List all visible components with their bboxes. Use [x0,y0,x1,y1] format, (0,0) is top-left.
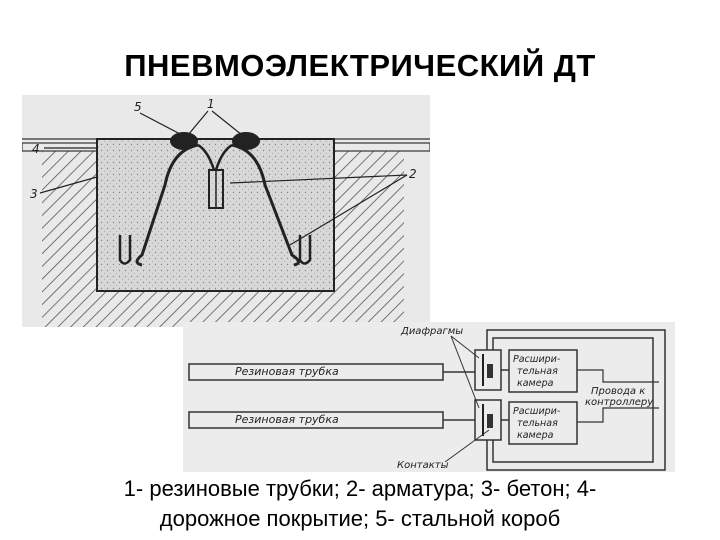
soil-hatch-bottom [97,291,334,327]
chamber-top-line2: тельная [517,366,558,377]
wire-inner [492,337,654,463]
expansion-chamber-bottom [508,401,578,445]
road-surface-right [333,142,430,152]
slide-title: ПНЕВМОЭЛЕКТРИЧЕСКИЙ ДТ [124,48,596,83]
contacts-label: Контакты [397,460,449,471]
caption-line-2: дорожное покрытие; 5- стальной короб [159,506,561,531]
diaphragms-label: Диафрагмы [400,326,463,337]
chamber-top-line1: Расшири- [513,354,561,365]
wire-outer [486,329,666,471]
reinforcement-right [231,143,300,267]
cross-section-diagram: 5 1 4 3 2 [22,95,430,327]
chamber-bottom-line2: тельная [517,418,558,429]
chamber-bottom-line1: Расшири- [513,406,561,417]
soil-hatch-right [334,150,404,327]
chamber-top-line3: камера [517,378,554,389]
tube-label-bottom: Резиновая трубка [235,413,339,426]
anchor-left [118,235,132,265]
label-2: 2 [409,167,417,181]
caption-line-1: 1- резиновые трубки; 2- арматура; 3- бет… [123,476,597,501]
wires-label-line2: контроллеру [585,397,654,408]
label-5: 5 [134,100,142,114]
schematic-diagram: Резиновая трубка Резиновая трубка Расшир… [183,322,675,472]
label-3: 3 [30,187,38,201]
soil-hatch-left [42,150,97,327]
wires-label-line1: Провода к [591,386,645,397]
label-4: 4 [32,142,40,156]
figure-caption: 1- резиновые трубки; 2- арматура; 3- бет… [60,474,660,534]
chamber-bottom-line3: камера [517,430,554,441]
reinforcement-left [135,143,199,267]
expansion-chamber-top [508,349,578,393]
tube-label-top: Резиновая трубка [235,365,339,378]
anchor-right [298,235,312,265]
label-1: 1 [207,97,215,111]
